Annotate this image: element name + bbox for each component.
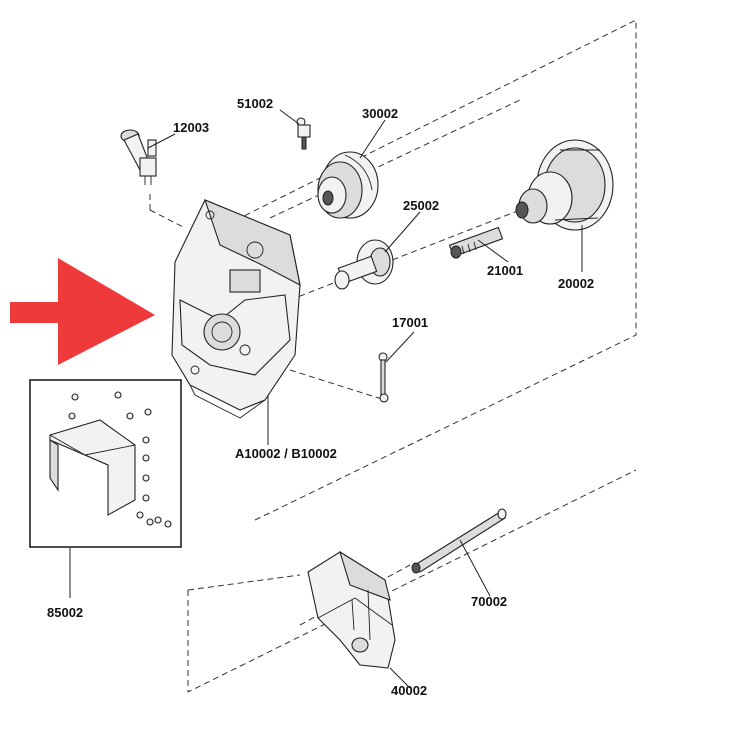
long-shaft-part: [411, 508, 507, 574]
pointer-arrow: [10, 258, 155, 365]
label-30002: 30002: [362, 106, 398, 121]
leader-lines: [69, 109, 583, 689]
label-12003: 12003: [173, 120, 209, 135]
pulley-part: [317, 151, 379, 219]
label-25002: 25002: [403, 198, 439, 213]
axis-line-rod: [289, 369, 386, 401]
axis-line-pulley: [269, 99, 521, 219]
label-85002: 85002: [47, 605, 83, 620]
upper-assembly-boundary: [149, 19, 637, 521]
label-40002: 40002: [391, 683, 427, 698]
bracket-part: [307, 550, 396, 669]
elbow-fitting-part: [120, 129, 157, 185]
rod-part: [378, 352, 389, 403]
axis-line-shaft: [289, 209, 521, 301]
splined-shaft-part: [448, 226, 504, 259]
screw-set: [68, 391, 172, 528]
shaft-assembly-part: [334, 239, 394, 290]
label-21001: 21001: [487, 263, 523, 278]
sensor-part: [296, 117, 311, 150]
label-70002: 70002: [471, 594, 507, 609]
gear-assembly-part: [515, 139, 614, 231]
label-housing: A10002 / B10002: [235, 446, 337, 461]
label-20002: 20002: [558, 276, 594, 291]
label-51002: 51002: [237, 96, 273, 111]
label-17001: 17001: [392, 315, 428, 330]
lower-assembly-boundary: [187, 469, 637, 693]
cover-plate-inset: [29, 379, 182, 548]
housing-part: [171, 199, 301, 419]
